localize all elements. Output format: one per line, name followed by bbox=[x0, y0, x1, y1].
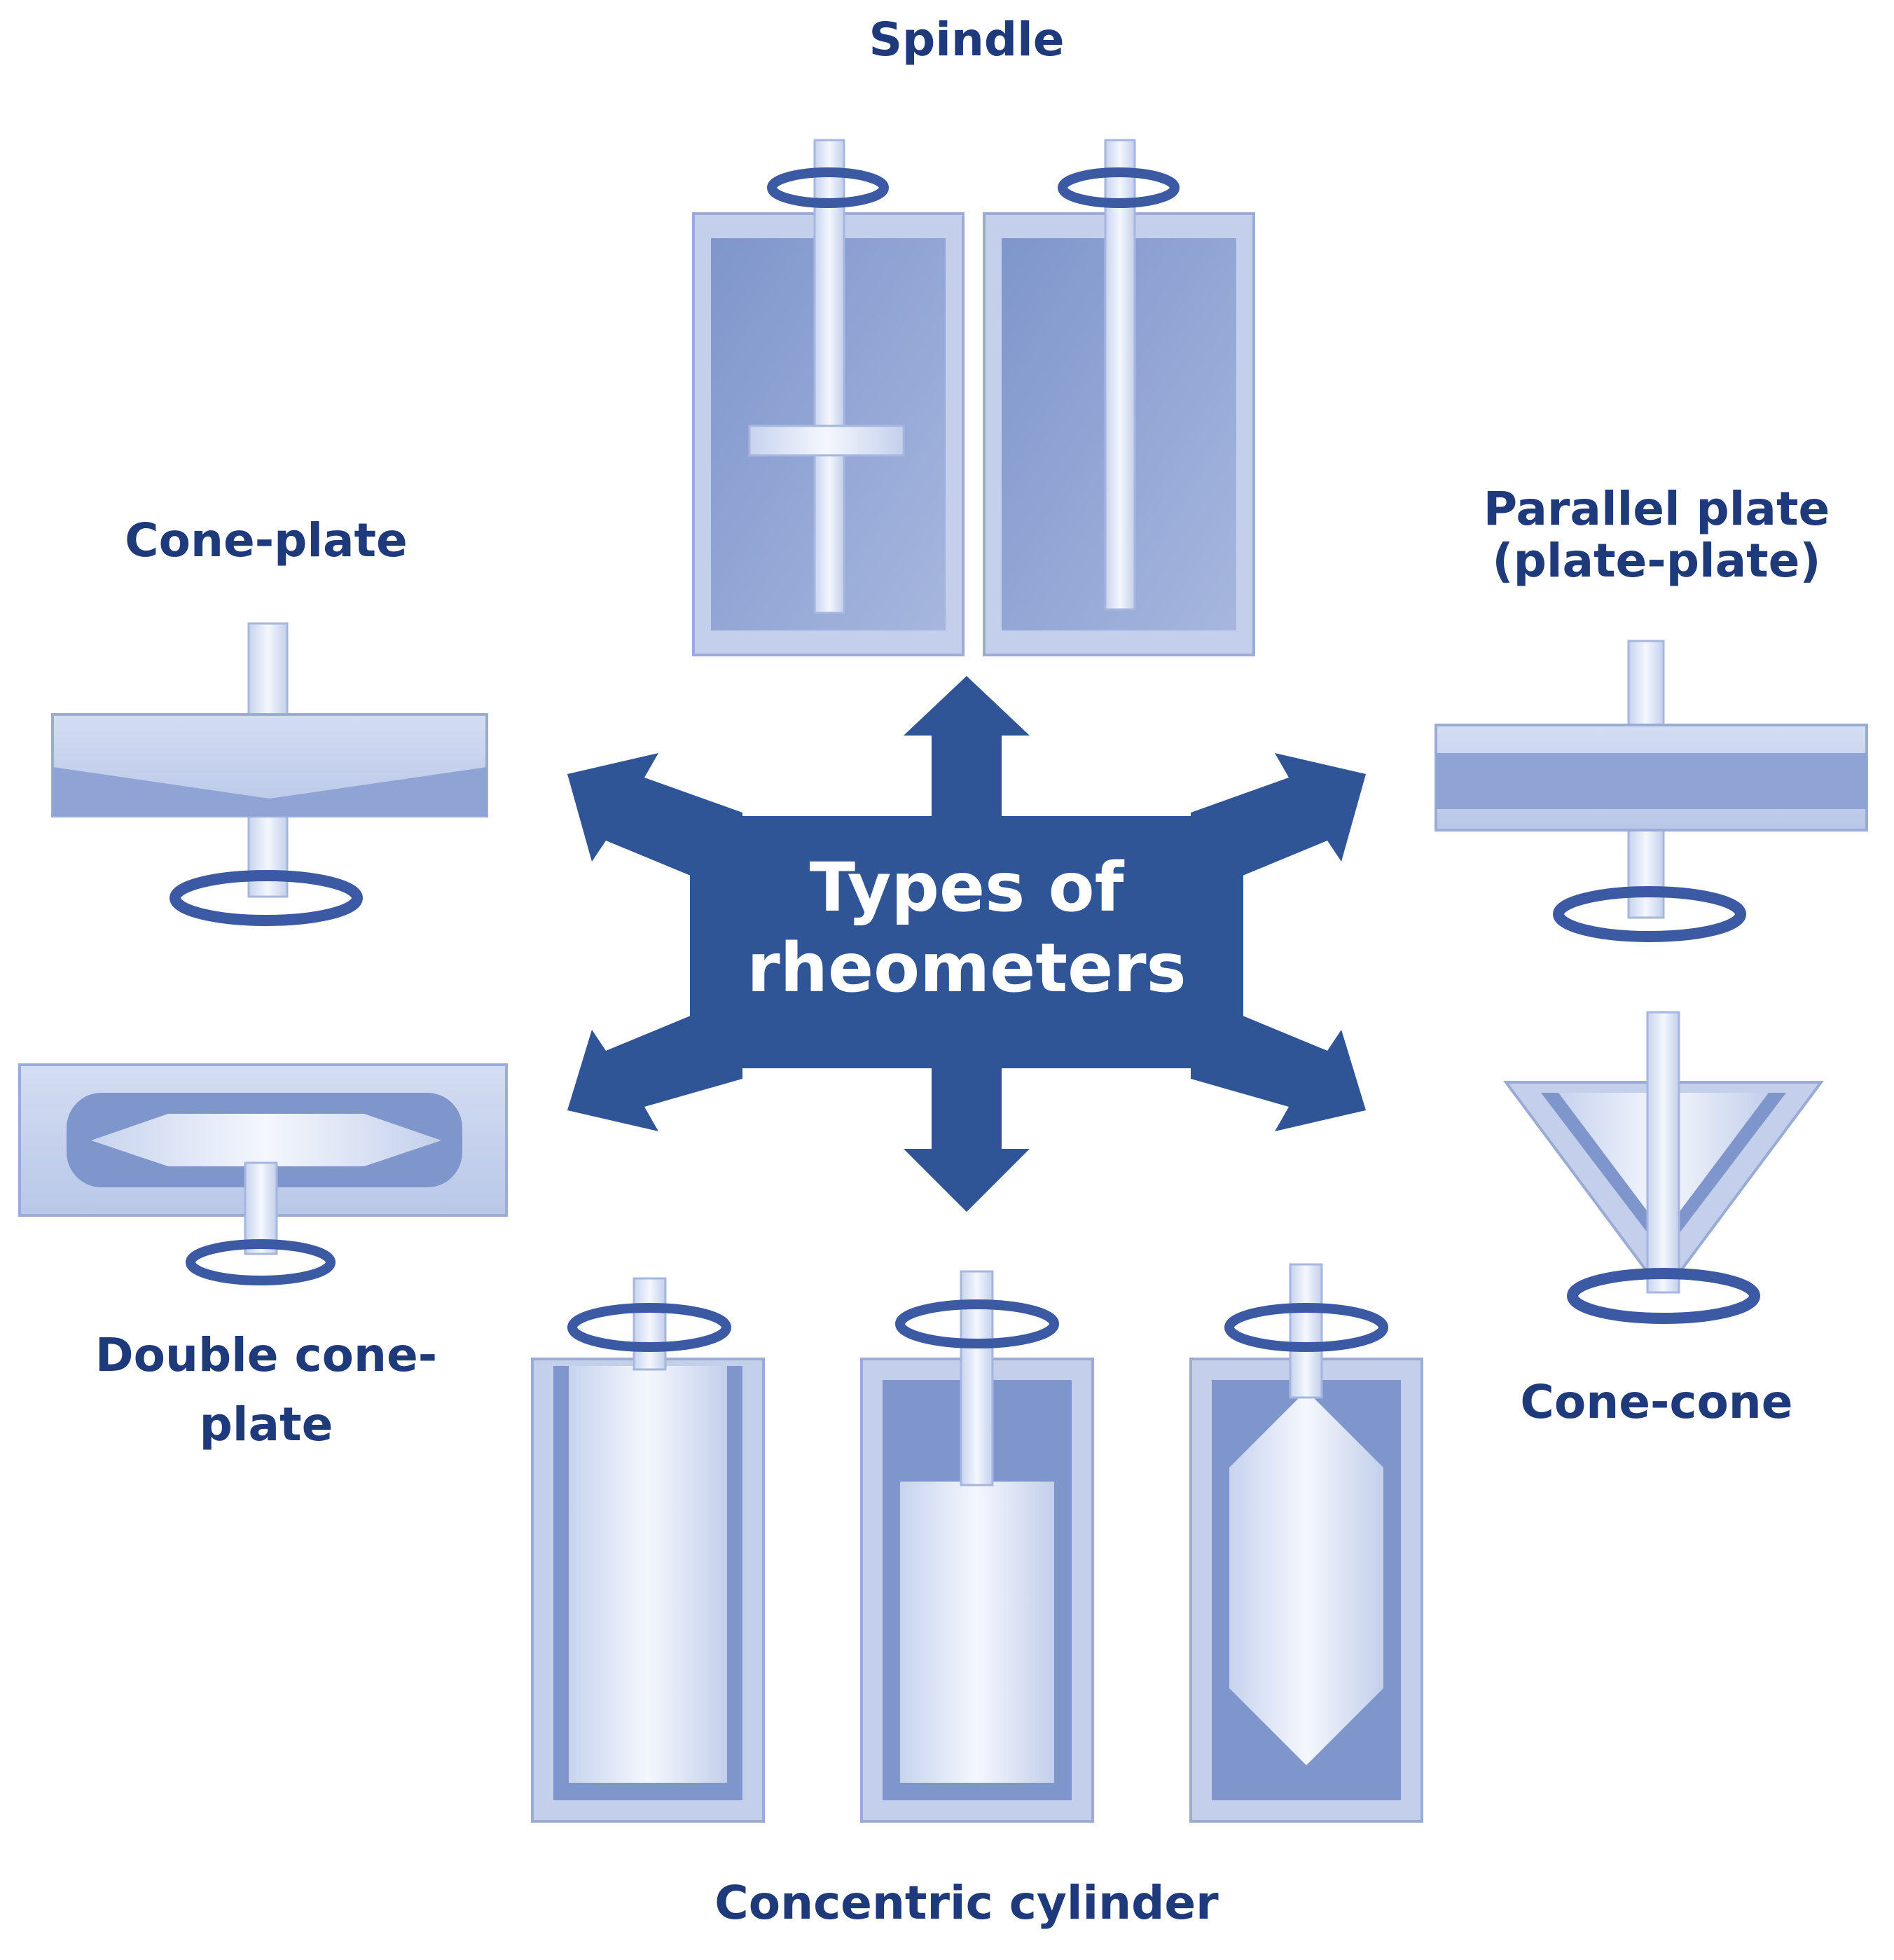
hub-label-line-1: Types of bbox=[809, 848, 1124, 927]
concentric-cylinder-label: Concentric cylinder bbox=[616, 1877, 1317, 1929]
concentric-cylinder-illustration bbox=[531, 1263, 1423, 1823]
arrow-up bbox=[904, 676, 1030, 827]
cone-cone-label: Cone-cone bbox=[1446, 1376, 1867, 1428]
parallel-plate-label: Parallel plate (plate-plate) bbox=[1446, 483, 1867, 587]
parallel-plate-label-line-2: (plate-plate) bbox=[1492, 533, 1821, 588]
spindle-label-text: Spindle bbox=[869, 13, 1065, 67]
double-cone-plate-illustration bbox=[18, 1063, 508, 1285]
double-cone-plate-label-line-1: Double cone- bbox=[95, 1328, 438, 1382]
spindle-illustration bbox=[692, 139, 1255, 656]
rotation-arrow-icon bbox=[767, 167, 889, 208]
double-cone-plate-label-line-2: plate bbox=[199, 1397, 333, 1451]
cone-cone-label-text: Cone-cone bbox=[1520, 1375, 1793, 1429]
rotation-arrow-icon bbox=[186, 1239, 336, 1285]
cone-cone-illustration bbox=[1503, 1011, 1824, 1324]
cone-plate-illustration bbox=[51, 622, 488, 926]
arrow-down bbox=[904, 1065, 1030, 1212]
cone-plate-label: Cone-plate bbox=[56, 515, 476, 567]
double-cone-plate-label: Double cone- plate bbox=[56, 1320, 476, 1459]
rotation-arrow-icon bbox=[170, 870, 363, 926]
rotation-arrow-icon bbox=[895, 1299, 1059, 1348]
parallel-plate-label-line-1: Parallel plate bbox=[1483, 482, 1830, 536]
hub-arrows bbox=[567, 676, 1366, 1212]
concentric-cylinder-label-text: Concentric cylinder bbox=[714, 1876, 1219, 1930]
rotation-arrow-icon bbox=[1567, 1268, 1760, 1324]
rotation-arrow-icon bbox=[1058, 167, 1180, 208]
cone-plate-label-text: Cone-plate bbox=[125, 513, 408, 567]
hub-label: Types of rheometers bbox=[690, 848, 1243, 1009]
hub-label-line-2: rheometers bbox=[747, 929, 1187, 1008]
hub-box bbox=[690, 816, 1243, 1068]
rotation-arrow-icon bbox=[567, 1303, 731, 1352]
spindle-label: Spindle bbox=[756, 14, 1177, 66]
rotation-arrow-icon bbox=[1224, 1303, 1388, 1352]
rotation-arrow-icon bbox=[1553, 886, 1746, 942]
parallel-plate-illustration bbox=[1435, 640, 1868, 942]
